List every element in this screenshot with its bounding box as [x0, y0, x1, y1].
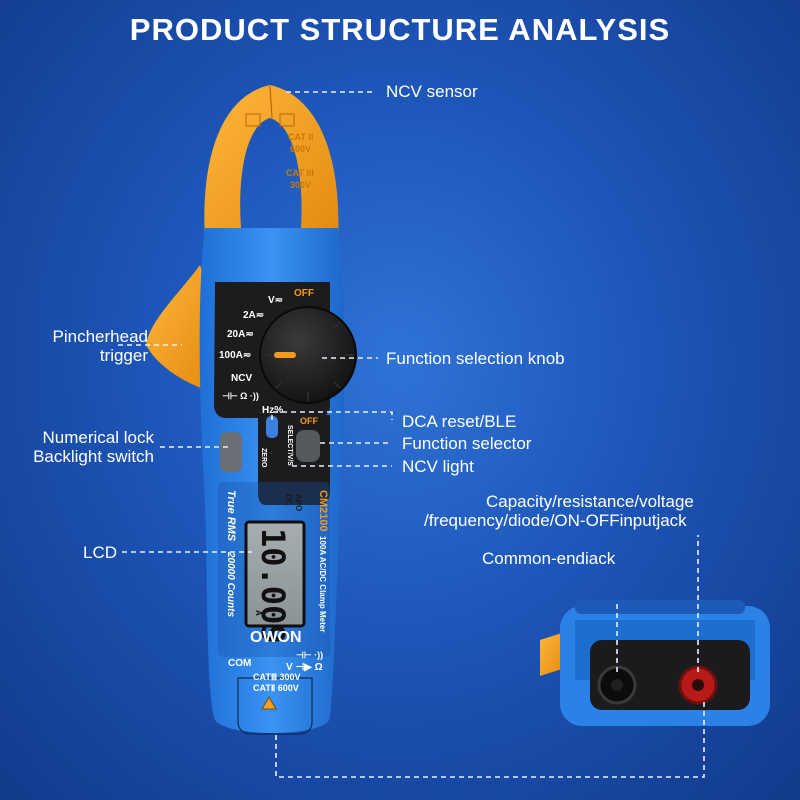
capacity-label-line1: Capacity/resistance/voltage — [486, 492, 694, 511]
true-rms-text: True RMS — [225, 490, 237, 542]
trigger-label: trigger — [99, 346, 148, 365]
lcd-value: 10.009 — [254, 528, 292, 644]
lock-backlight-button-shape — [220, 432, 242, 472]
dial-hz: Hz% — [262, 405, 283, 416]
dca-reset-label: DCA reset/BLE — [402, 412, 517, 431]
dial-off-bottom: OFF — [300, 416, 318, 426]
backlight-switch-label: Backlight switch — [33, 447, 154, 466]
model-desc: 100A AC/DC Clamp Meter — [318, 536, 327, 632]
zero-button-shape — [266, 416, 278, 438]
dial-ncv: NCV — [231, 373, 252, 384]
cat-line-2: CATⅡ 600V — [253, 683, 299, 693]
btn-zero-label: ZERO — [260, 448, 267, 468]
capacity-label-line2: /frequency/diode/ON-OFFinputjack — [424, 511, 687, 530]
brand-logo: OWON — [250, 629, 302, 646]
page-title: PRODUCT STRUCTURE ANALYSIS — [129, 12, 671, 47]
pinch-trigger — [146, 265, 212, 392]
pincherhead-label: Pincherhead — [52, 327, 148, 346]
com-label: COM — [228, 658, 251, 669]
jaw-cat-3: CAT III — [286, 168, 314, 178]
dc-text: DC — [284, 494, 293, 506]
jaw-cat-4: 300V — [290, 180, 311, 190]
dial-2a: 2A≂ — [243, 310, 264, 321]
dial-20a: 20A≂ — [227, 329, 254, 340]
ncv-light-label: NCV light — [402, 457, 474, 476]
jaw-cat-2: 600V — [290, 144, 311, 154]
ncv-sensor-label: NCV sensor — [386, 82, 478, 101]
common-jack-label: Common-endiack — [482, 549, 616, 568]
dial-off-top: OFF — [294, 288, 314, 299]
meter-bottom-view — [540, 600, 770, 726]
jack-symbols: V ⊣▶ Ω — [286, 662, 323, 673]
warning-icon — [261, 696, 277, 710]
function-knob-label: Function selection knob — [386, 349, 565, 368]
clamp-jaw — [204, 85, 339, 240]
counts-text: 20000 Counts — [225, 551, 236, 617]
lcd-screen — [244, 520, 306, 628]
dial-100a: 100A≂ — [219, 350, 251, 361]
lcd-unit: A — [254, 610, 263, 616]
function-knob — [259, 306, 357, 404]
select-button-shape — [296, 430, 320, 462]
jack-symbols-top: ⊣⊢ ·)) — [296, 650, 323, 660]
model-text: CM2100 — [317, 490, 329, 532]
lcd-label: LCD — [83, 543, 118, 562]
apo-text: APO — [294, 494, 303, 511]
cat-line-1: CATⅢ 300V — [253, 672, 301, 682]
numerical-lock-label: Numerical lock — [42, 428, 154, 447]
btn-select-label: SELECT/V/S — [286, 425, 293, 466]
jaw-cat-1: CAT II — [288, 132, 313, 142]
dial-v: V≂ — [268, 295, 283, 306]
dial-cap: ⊣⊢ Ω ·)) — [222, 391, 259, 401]
function-selector-label: Function selector — [402, 434, 532, 453]
